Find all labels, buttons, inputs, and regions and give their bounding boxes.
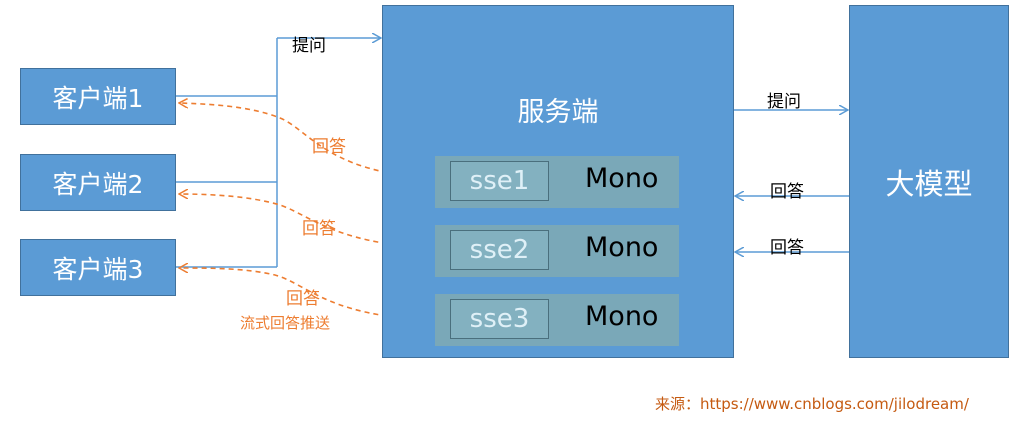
- answer-curve-3: [179, 268, 451, 321]
- sse-1-box: sse1: [450, 161, 549, 201]
- stream-note-label: 流式回答推送: [240, 314, 331, 332]
- mono-3-label: Mono: [585, 301, 659, 332]
- client-2-box: 客户端2: [20, 154, 176, 211]
- model-label: 大模型: [885, 166, 973, 201]
- client-3-box: 客户端3: [20, 239, 176, 296]
- answer-label-right-2: 回答: [770, 238, 804, 258]
- client-3-label: 客户端3: [52, 254, 144, 284]
- ask-label-left: 提问: [292, 36, 326, 56]
- answer-label-2: 回答: [302, 219, 336, 239]
- sse-2-box: sse2: [450, 230, 549, 270]
- answer-label-3: 回答: [286, 289, 320, 309]
- sse-3-box: sse3: [450, 299, 549, 339]
- connection-2: sse2 Mono: [435, 225, 679, 277]
- answer-label-right-1: 回答: [770, 182, 804, 202]
- client-1-box: 客户端1: [20, 68, 176, 125]
- ask-label-right: 提问: [767, 92, 801, 112]
- mono-1-label: Mono: [585, 163, 659, 194]
- server-title: 服务端: [517, 97, 599, 128]
- answer-curve-2: [179, 194, 451, 249]
- mono-2-label: Mono: [585, 232, 659, 263]
- connection-3: sse3 Mono: [435, 294, 679, 346]
- model-box: 大模型: [849, 5, 1009, 358]
- answer-label-1: 回答: [312, 137, 346, 157]
- source-credit: 来源：https://www.cnblogs.com/jilodream/: [655, 395, 969, 413]
- server-box: 服务端 sse1 Mono sse2 Mono sse3 Mono: [382, 5, 734, 358]
- client-2-label: 客户端2: [52, 169, 144, 199]
- connection-1: sse1 Mono: [435, 156, 679, 208]
- client-1-label: 客户端1: [52, 83, 144, 113]
